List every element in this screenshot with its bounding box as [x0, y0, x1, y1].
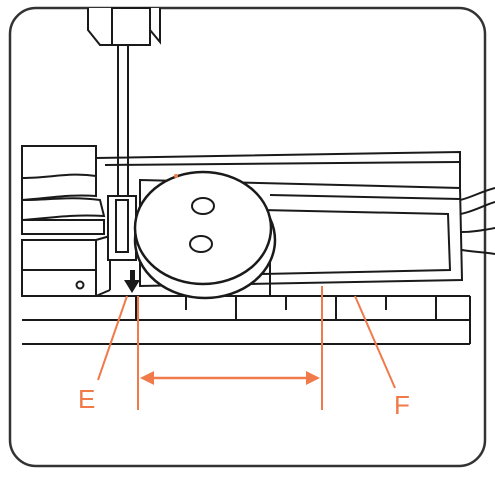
f-leader-line: [354, 295, 396, 389]
double-headed-arrow: [140, 371, 320, 385]
down-arrow-icon: [124, 270, 140, 293]
button-hole-upper: [191, 197, 215, 215]
annotations: [97, 286, 396, 410]
screw-head: [75, 280, 85, 290]
label-e: E: [78, 384, 95, 414]
label-f: F: [394, 390, 410, 420]
two-hole-button: [133, 170, 277, 300]
gauge-scale: [135, 262, 437, 320]
e-leader-line: [97, 295, 128, 381]
left-mechanism: [21, 145, 111, 297]
presser-foot: [107, 195, 137, 261]
button-hole-lower: [189, 235, 213, 253]
